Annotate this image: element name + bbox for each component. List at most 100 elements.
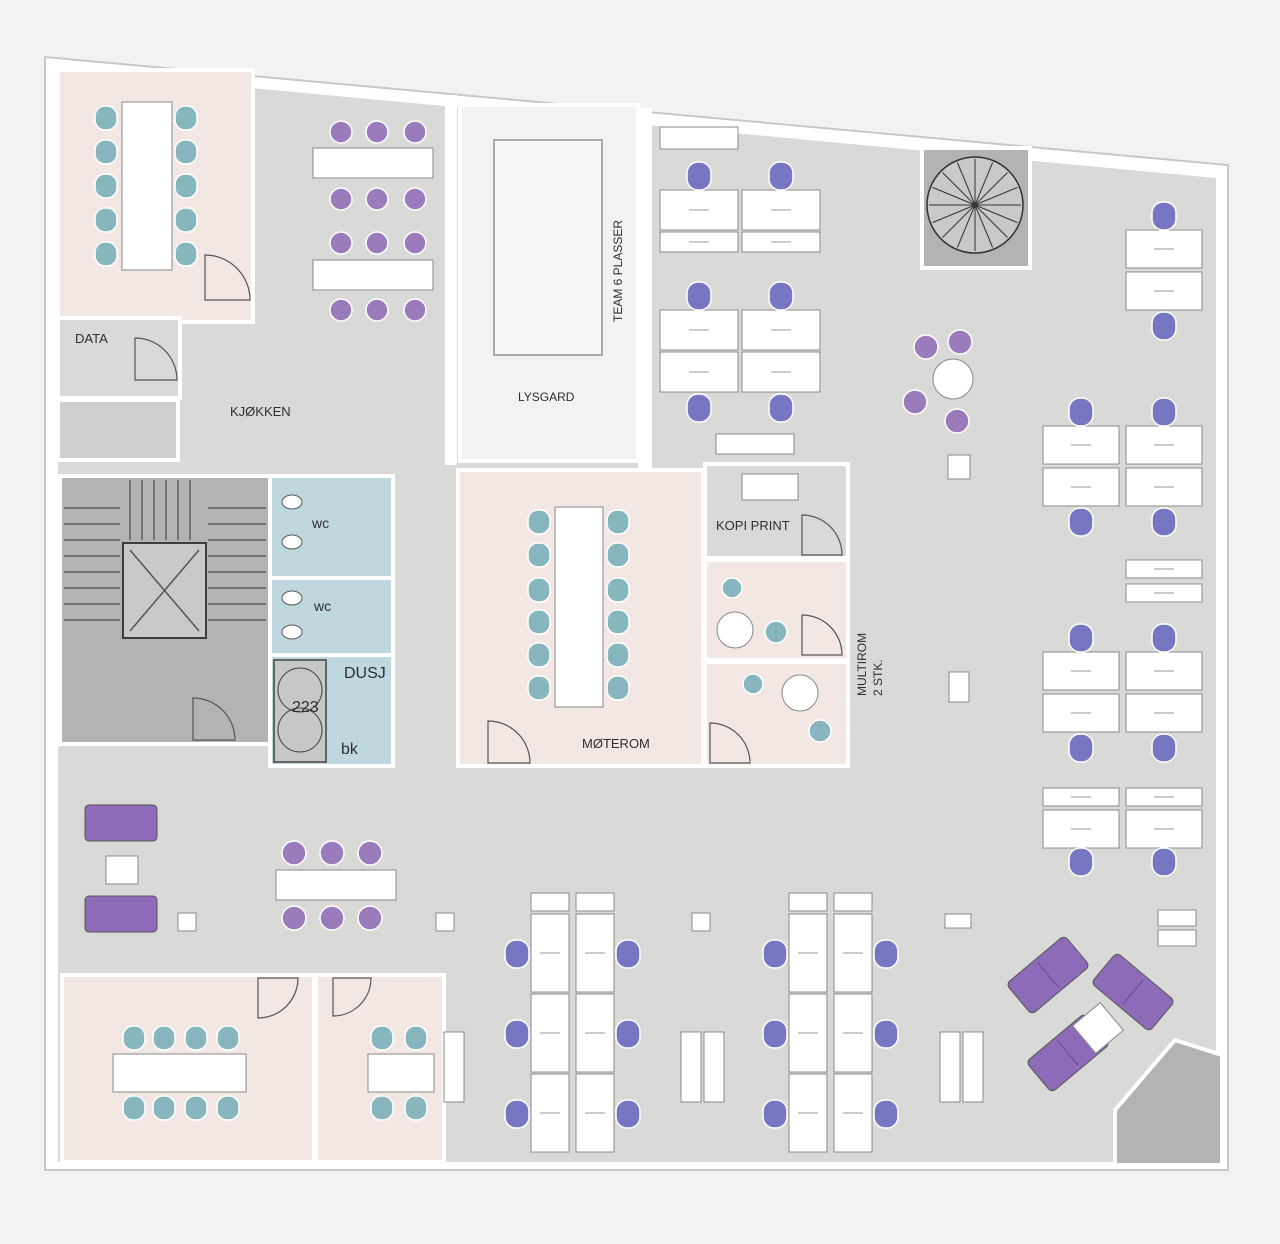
- chair: [527, 542, 551, 568]
- office-chair: [504, 1019, 530, 1049]
- door-swing-icon: [801, 514, 843, 556]
- chair: [527, 642, 551, 668]
- furniture-layer: [84, 101, 1203, 1153]
- round-table: [781, 674, 819, 712]
- stool: [403, 187, 427, 211]
- stool: [319, 905, 345, 931]
- label-data: DATA: [75, 331, 108, 346]
- round-table: [932, 358, 974, 400]
- table: [962, 1031, 984, 1103]
- table: [530, 892, 570, 912]
- stair-icon: [64, 480, 266, 621]
- office-chair: [686, 281, 712, 311]
- chair: [606, 675, 630, 701]
- chair: [527, 609, 551, 635]
- stool: [403, 231, 427, 255]
- chair: [94, 241, 118, 267]
- chair: [606, 642, 630, 668]
- stool: [329, 120, 353, 144]
- table: [112, 1053, 247, 1093]
- table: [312, 259, 434, 291]
- sofa-icon: [1007, 936, 1089, 1014]
- multiroom-2: [703, 660, 850, 768]
- office-chair: [1151, 397, 1177, 427]
- office-chair: [1068, 623, 1094, 653]
- chair: [184, 1025, 208, 1051]
- stool: [403, 120, 427, 144]
- table: [312, 147, 434, 179]
- spiral-step: [974, 162, 994, 206]
- stool: [329, 187, 353, 211]
- table: [275, 869, 397, 901]
- table: [703, 1031, 725, 1103]
- toilet-icon: [281, 494, 303, 510]
- stool: [365, 298, 389, 322]
- spiral-step: [942, 172, 976, 206]
- table: [575, 892, 615, 912]
- stool: [365, 231, 389, 255]
- table: [367, 1053, 435, 1093]
- door-swing-icon: [332, 977, 372, 1017]
- label-wc-1: wc: [311, 515, 329, 531]
- office-chair: [873, 939, 899, 969]
- data-room: [56, 316, 182, 400]
- door-swing-icon: [487, 720, 531, 764]
- stool: [365, 120, 389, 144]
- chair: [606, 509, 630, 535]
- sofa-divider: [1057, 1040, 1079, 1066]
- table: [1157, 909, 1197, 927]
- stool: [721, 577, 743, 599]
- table: [680, 1031, 702, 1103]
- door-swing-icon: [204, 254, 251, 301]
- entrance-area: [1113, 1037, 1224, 1167]
- elevator-icon-line-2: [129, 549, 200, 632]
- office-chair: [615, 1019, 641, 1049]
- spiral-step: [956, 204, 976, 248]
- office-chair: [1151, 733, 1177, 763]
- stool: [281, 840, 307, 866]
- chair: [404, 1095, 428, 1121]
- stool: [764, 620, 788, 644]
- kitchen-lightwell-wall: [445, 95, 457, 465]
- office-chair: [762, 1019, 788, 1049]
- office-chair: [873, 1099, 899, 1129]
- label-room-number: 223: [292, 699, 319, 716]
- table: [105, 855, 139, 885]
- label-bk: bk: [341, 741, 359, 758]
- office-chair: [762, 1099, 788, 1129]
- table: [715, 433, 795, 455]
- spiral-step: [956, 162, 976, 206]
- lightwell-right-wall: [638, 108, 652, 468]
- table: [947, 454, 971, 480]
- stool: [808, 719, 832, 743]
- office-chair: [1068, 507, 1094, 537]
- chair: [404, 1025, 428, 1051]
- chair: [174, 173, 198, 199]
- office-chair: [1151, 623, 1177, 653]
- spiral-step: [974, 186, 1018, 206]
- stool: [403, 298, 427, 322]
- label-copy-print: KOPI PRINT: [716, 518, 790, 533]
- office-chair: [768, 393, 794, 423]
- table: [435, 912, 455, 932]
- chair: [94, 173, 118, 199]
- stool: [357, 905, 383, 931]
- toilet-icon: [281, 590, 303, 606]
- chair: [606, 609, 630, 635]
- office-chair: [615, 939, 641, 969]
- stool: [902, 389, 928, 415]
- office-chair: [504, 1099, 530, 1129]
- office-chair: [1151, 201, 1177, 231]
- chair: [216, 1025, 240, 1051]
- chair: [94, 207, 118, 233]
- office-chair: [686, 393, 712, 423]
- stool: [329, 298, 353, 322]
- office-chair: [1151, 507, 1177, 537]
- office-chair: [768, 161, 794, 191]
- stool: [742, 673, 764, 695]
- door-swing-icon: [257, 977, 299, 1019]
- chair: [606, 542, 630, 568]
- door-swing-icon: [801, 614, 843, 656]
- label-meeting-room: MØTEROM: [582, 736, 650, 751]
- stool: [947, 329, 973, 355]
